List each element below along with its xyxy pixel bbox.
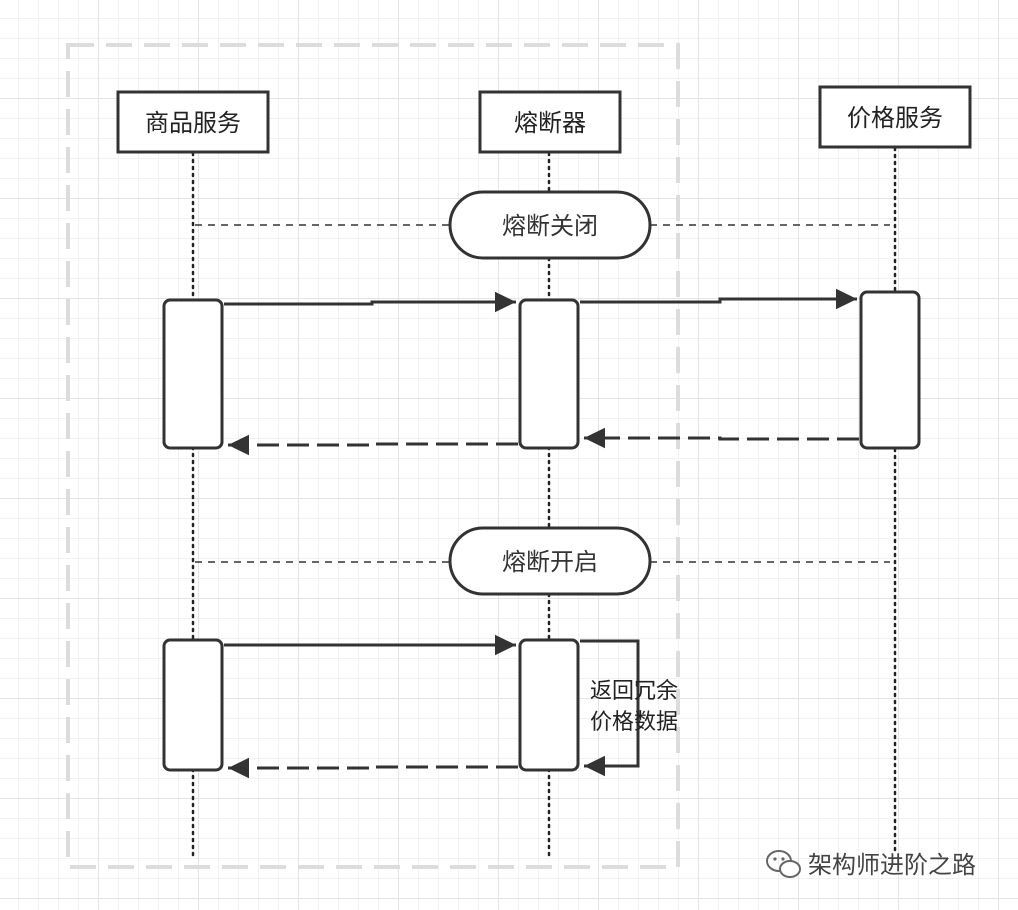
activation-breaker-1 <box>518 298 580 450</box>
activation-price-1 <box>859 290 921 450</box>
state-open-label: 熔断开启 <box>502 548 598 576</box>
fallback-note-line2: 价格数据 <box>590 710 678 735</box>
breaker-response-arrow <box>228 434 518 456</box>
state-open: 熔断开启 <box>195 526 890 596</box>
activation-product-1 <box>162 298 224 450</box>
fallback-response-arrow <box>228 757 518 779</box>
state-pill <box>448 190 652 260</box>
participant-circuit-breaker: 熔断器 <box>478 90 622 154</box>
participant-label: 熔断器 <box>514 109 586 137</box>
state-pill <box>448 526 652 596</box>
activation-product-2 <box>162 638 224 772</box>
system-boundary-frame <box>66 43 680 869</box>
activation-breaker-2 <box>518 638 580 772</box>
state-closed-label: 熔断关闭 <box>502 212 598 240</box>
participant-label: 商品服务 <box>145 109 241 137</box>
participant-price-service: 价格服务 <box>818 85 972 149</box>
state-closed: 熔断关闭 <box>195 190 890 260</box>
self-fallback-arrow <box>580 639 640 777</box>
watermark: 架构师进阶之路 <box>766 850 976 879</box>
price-response-arrow <box>584 427 859 449</box>
request-arrow <box>224 291 516 313</box>
participant-label: 价格服务 <box>847 104 943 132</box>
watermark-text: 架构师进阶之路 <box>808 851 976 879</box>
wechat-icon <box>766 850 801 878</box>
forward-request-arrow <box>580 288 857 310</box>
participant-product-service: 商品服务 <box>116 90 270 154</box>
fallback-note-line1: 返回冗余 <box>590 679 678 704</box>
